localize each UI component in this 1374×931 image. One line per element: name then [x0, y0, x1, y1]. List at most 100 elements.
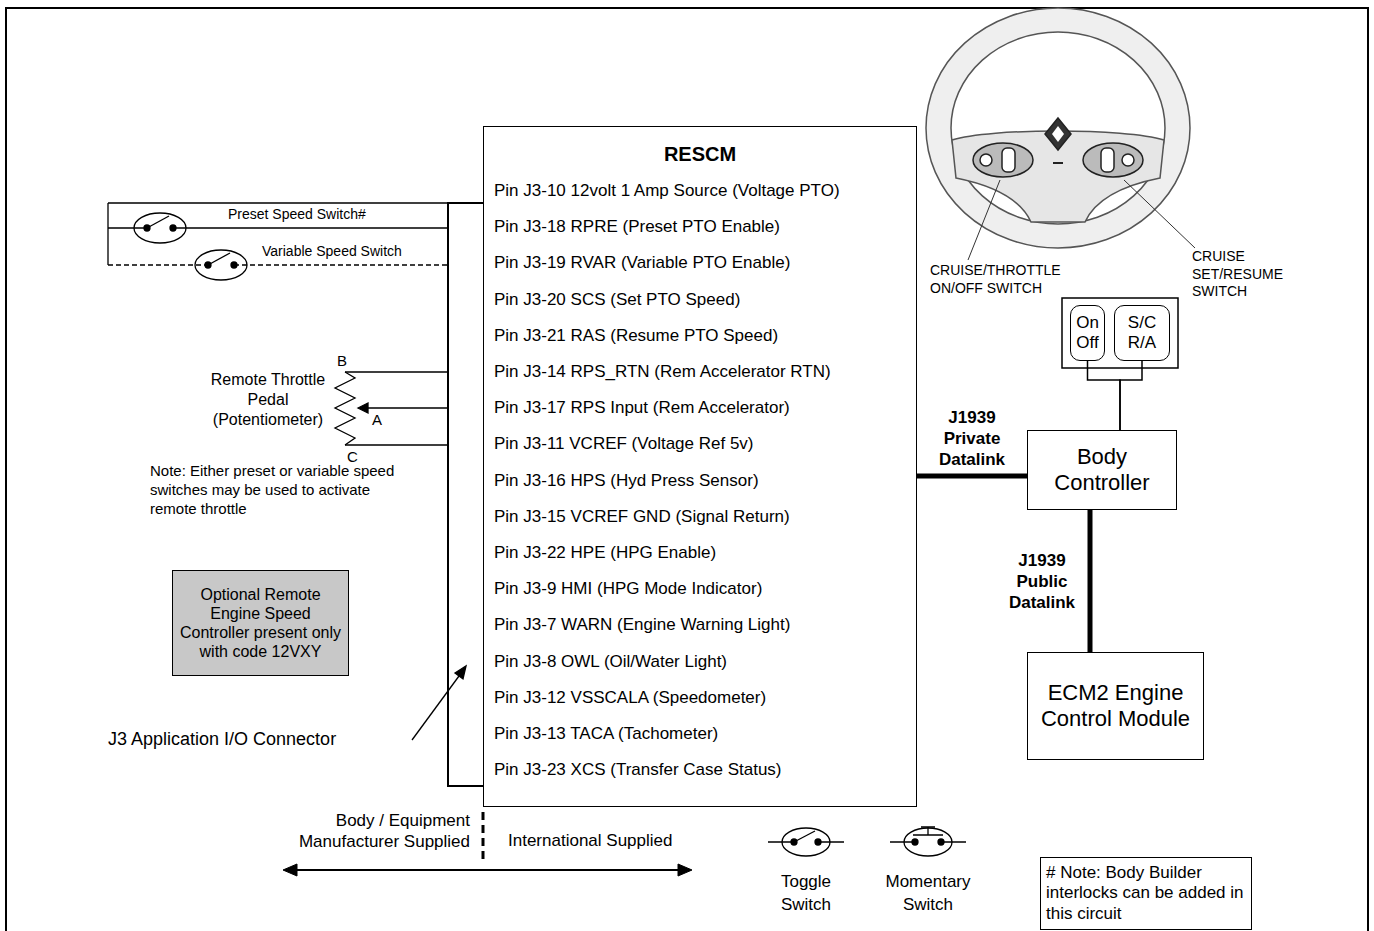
steering-wheel-part [973, 143, 1033, 177]
signal-wire [1088, 361, 1121, 430]
supply-divider-part [295, 869, 680, 871]
controller-box: Body Controller [1027, 430, 1177, 510]
switch-wiring-part [108, 264, 448, 265]
leader-arrow-part [412, 676, 459, 740]
box-title: ECM2 Engine Control Module [1036, 680, 1195, 733]
steering-wheel-part [926, 8, 1190, 248]
switch-wiring-part [108, 227, 448, 228]
steering-wheel-part [1045, 118, 1071, 150]
potentiometer-symbol [335, 372, 448, 445]
legend-symbol-part [938, 839, 944, 845]
callout-label: CRUISE SET/RESUME SWITCH [1192, 248, 1292, 301]
legend-symbol-part [913, 827, 943, 835]
note-box: # Note: Body Builder interlocks can be a… [1040, 857, 1252, 930]
supply-divider-part [283, 864, 297, 876]
signal-label: Variable Speed Switch [262, 243, 402, 261]
legend-symbol-part [890, 841, 966, 842]
steering-wheel-part [1053, 162, 1063, 164]
legend-text: Momentary Switch [878, 870, 978, 916]
pin-name: Pin J3-8 OWL (Oil/Water Light) [494, 644, 906, 680]
connector-bracket [448, 203, 483, 786]
note-box: Optional Remote Engine Speed Controller … [172, 570, 349, 676]
leader-line-part [968, 180, 1000, 260]
legend-text: Toggle Switch [766, 870, 846, 916]
legend-symbol-part [768, 841, 844, 842]
legend-symbol-part [782, 828, 830, 856]
datalink-label: J1939 Public Datalink [1004, 550, 1080, 613]
callout-label: CRUISE/THROTTLE ON/OFF SWITCH [930, 262, 1080, 297]
button-box: On Off [1070, 305, 1105, 361]
page-frame [6, 8, 1368, 931]
datalink-line [1088, 510, 1093, 652]
steering-wheel [926, 8, 1190, 248]
pin-name: Pin J3-12 VSSCALA (Speedometer) [494, 680, 906, 716]
potentiometer-symbol-part [335, 372, 355, 445]
pin-name: Pin J3-18 RPRE (Preset PTO Enable) [494, 209, 906, 245]
box-title: # Note: Body Builder interlocks can be a… [1046, 863, 1246, 924]
leader-arrow-part [455, 666, 466, 679]
switch-wiring-part [108, 203, 448, 265]
controller-box: RESCM Pin J3-10 12volt 1 Amp Source (Volt… [483, 126, 917, 807]
pin-name: Pin J3-15 VCREF GND (Signal Return) [494, 499, 906, 535]
toggle-switch-symbol-part [134, 213, 186, 243]
legend-symbol-part [815, 839, 821, 845]
pin-name: Pin J3-9 HMI (HPG Mode Indicator) [494, 571, 906, 607]
signal-wire [1120, 361, 1142, 430]
legend-symbol-part [912, 839, 918, 845]
leader-arrow [412, 666, 466, 740]
pin-name: Pin J3-10 12volt 1 Amp Source (Voltage P… [494, 173, 906, 209]
terminal-label: A [372, 411, 382, 430]
pin-name: Pin J3-7 WARN (Engine Warning Light) [494, 607, 906, 643]
connector-bracket-part [448, 203, 483, 786]
toggle-switch-symbol [134, 213, 247, 280]
connector-label: J3 Application I/O Connector [108, 728, 336, 751]
toggle-switch-symbol-part [208, 253, 230, 265]
steering-wheel-part [1002, 148, 1015, 172]
steering-wheel-part [1122, 154, 1134, 166]
leader-line-part [1124, 180, 1195, 248]
terminal-label: B [337, 352, 347, 371]
box-title: S/C R/A [1116, 313, 1168, 354]
supply-divider-part [482, 812, 485, 860]
pin-name: Pin J3-20 SCS (Set PTO Speed) [494, 282, 906, 318]
pin-name: Pin J3-11 VCREF (Voltage Ref 5v) [494, 426, 906, 462]
signal-label: Preset Speed Switch# [228, 206, 366, 224]
steering-wheel-part [1083, 143, 1143, 177]
pin-name: Pin J3-13 TACA (Tachometer) [494, 716, 906, 752]
legend-symbol-part [904, 828, 952, 856]
legend-symbol [768, 827, 966, 856]
pin-name: Pin J3-16 HPS (Hyd Press Sensor) [494, 463, 906, 499]
box-title: RESCM [494, 139, 906, 169]
button-box: S/C R/A [1114, 305, 1170, 361]
button-frame [1062, 298, 1178, 368]
steering-wheel-part [1052, 126, 1064, 142]
box-title: Optional Remote Engine Speed Controller … [179, 585, 342, 662]
leader-line [968, 180, 1195, 260]
pin-name: Pin J3-23 XCS (Transfer Case Status) [494, 752, 906, 788]
legend-symbol-part [791, 839, 797, 845]
supply-label: Body / Equipment Manufacturer Supplied [280, 810, 470, 853]
pin-name: Pin J3-22 HPE (HPG Enable) [494, 535, 906, 571]
datalink-line [917, 474, 1027, 479]
toggle-switch-symbol-part [231, 262, 237, 268]
pin-name: Pin J3-19 RVAR (Variable PTO Enable) [494, 245, 906, 281]
box-title: Body Controller [1036, 444, 1168, 497]
toggle-switch-symbol-part [144, 225, 150, 231]
pin-name: Pin J3-17 RPS Input (Rem Accelerator) [494, 390, 906, 426]
steering-wheel-part [980, 154, 992, 166]
module-box: ECM2 Engine Control Module [1027, 652, 1204, 760]
toggle-switch-symbol-part [147, 216, 169, 228]
supply-label: International Supplied [508, 830, 672, 851]
box-title: On Off [1072, 313, 1103, 354]
datalink-label: J1939 Private Datalink [924, 407, 1020, 470]
steering-wheel-part [1101, 148, 1114, 172]
pin-name: Pin J3-21 RAS (Resume PTO Speed) [494, 318, 906, 354]
page-frame-part [6, 8, 1368, 931]
part-label: Remote Throttle Pedal (Potentiometer) [206, 370, 330, 430]
toggle-switch-symbol-part [205, 262, 211, 268]
supply-divider-part [678, 864, 692, 876]
pin-name: Pin J3-14 RPS_RTN (Rem Accelerator RTN) [494, 354, 906, 390]
toggle-switch-symbol-part [170, 225, 176, 231]
potentiometer-symbol-part [345, 372, 448, 445]
